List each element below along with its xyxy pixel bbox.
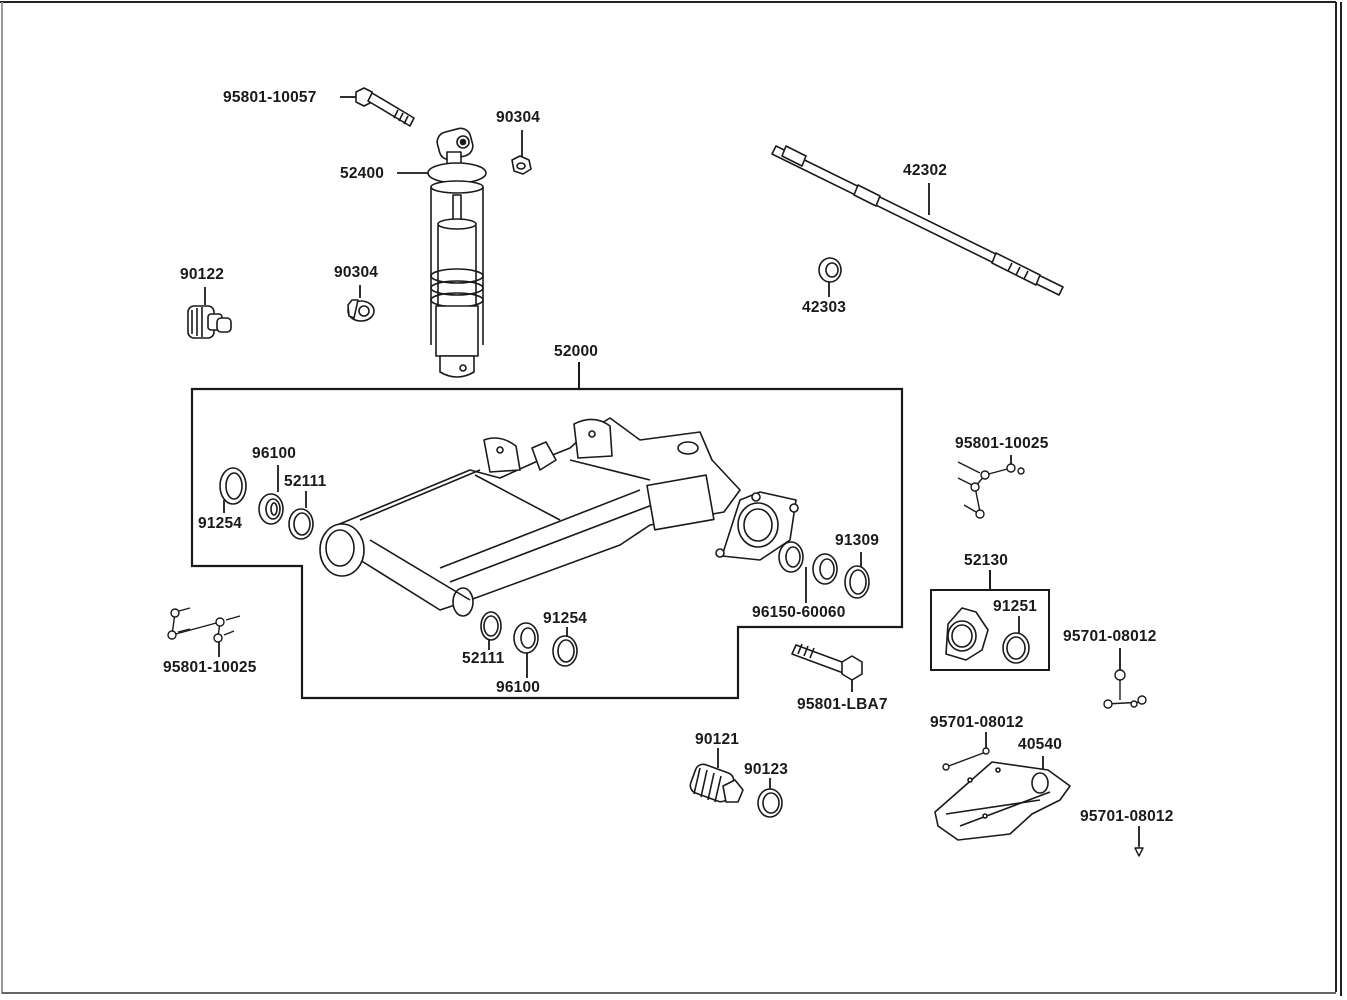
pivot-bolt-icon[interactable] xyxy=(791,643,863,681)
part-label[interactable]: 95801-LBA7 xyxy=(797,696,888,713)
part-label[interactable]: 52111 xyxy=(284,473,327,490)
pivot-shaft-icon[interactable] xyxy=(688,762,744,804)
part-label[interactable]: 96150-60060 xyxy=(752,604,846,621)
bearing-icon[interactable] xyxy=(778,541,804,573)
part-label[interactable]: 95801-10057 xyxy=(223,89,317,106)
part-label[interactable]: 42302 xyxy=(903,162,948,179)
oil-seal-icon[interactable] xyxy=(1002,632,1030,664)
oil-seal-icon[interactable] xyxy=(818,257,842,283)
bearing-icon[interactable] xyxy=(258,493,284,525)
part-label[interactable]: 91254 xyxy=(543,610,588,627)
shock-absorber-icon[interactable] xyxy=(427,126,487,378)
part-label[interactable]: 90304 xyxy=(496,109,541,126)
bearing-icon[interactable] xyxy=(513,622,539,654)
bolt-icon[interactable] xyxy=(1134,846,1144,857)
bolt-set-icon[interactable] xyxy=(957,461,1025,519)
bolt-icon[interactable] xyxy=(355,87,415,127)
drive-shaft-icon[interactable] xyxy=(771,145,1064,296)
nut-icon[interactable] xyxy=(347,299,375,322)
part-label[interactable]: 96100 xyxy=(496,679,541,696)
part-label[interactable]: 90304 xyxy=(334,264,379,281)
bushing-icon[interactable] xyxy=(187,305,232,339)
oil-seal-icon[interactable] xyxy=(552,635,578,667)
part-label[interactable]: 91254 xyxy=(198,515,243,532)
part-label[interactable]: 90122 xyxy=(180,266,225,283)
collar-icon[interactable] xyxy=(288,508,314,540)
part-label[interactable]: 42303 xyxy=(802,299,847,316)
part-label[interactable]: 95701-08012 xyxy=(930,714,1024,731)
oil-seal-icon[interactable] xyxy=(219,467,247,505)
cover-plate-icon[interactable] xyxy=(945,607,989,661)
group-box-52000 xyxy=(190,387,904,700)
part-label[interactable]: 40540 xyxy=(1018,736,1063,753)
bolt-set-icon[interactable] xyxy=(1103,669,1147,709)
circlip-icon[interactable] xyxy=(844,565,870,599)
part-label[interactable]: 52400 xyxy=(340,165,385,182)
swingarm-icon[interactable] xyxy=(319,417,799,617)
part-label[interactable]: 95801-10025 xyxy=(163,659,257,676)
part-label[interactable]: 90123 xyxy=(744,761,789,778)
part-label[interactable]: 95801-10025 xyxy=(955,435,1049,452)
part-label[interactable]: 95701-08012 xyxy=(1080,808,1174,825)
collar-icon[interactable] xyxy=(480,611,502,641)
bearing-icon[interactable] xyxy=(812,553,838,585)
leader-lines xyxy=(204,96,1140,846)
bolt-icon[interactable] xyxy=(942,747,990,771)
lock-nut-icon[interactable] xyxy=(757,788,783,818)
part-label[interactable]: 52111 xyxy=(462,650,505,667)
part-label[interactable]: 90121 xyxy=(695,731,740,748)
part-label[interactable]: 52130 xyxy=(964,552,1009,569)
nut-icon[interactable] xyxy=(511,155,532,175)
part-label[interactable]: 91251 xyxy=(993,598,1038,615)
part-label[interactable]: 95701-08012 xyxy=(1063,628,1157,645)
part-label[interactable]: 96100 xyxy=(252,445,297,462)
part-label[interactable]: 91309 xyxy=(835,532,880,549)
bolt-set-icon[interactable] xyxy=(167,607,241,643)
part-label[interactable]: 52000 xyxy=(554,343,599,360)
guard-plate-icon[interactable] xyxy=(934,761,1071,841)
